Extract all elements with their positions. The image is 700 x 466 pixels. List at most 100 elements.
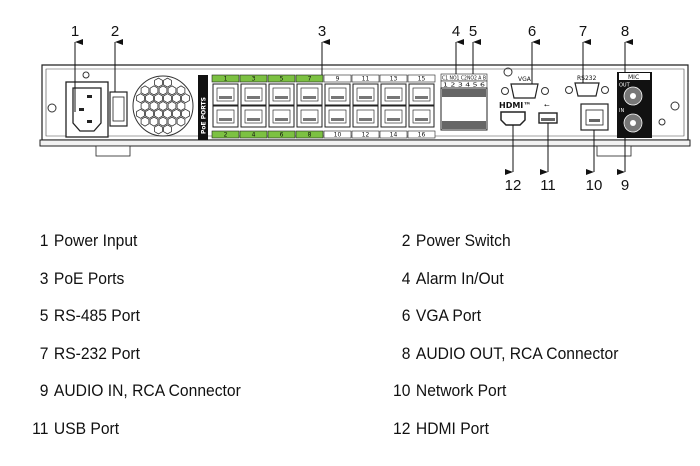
port-number-cell [323, 74, 352, 83]
port-number: 6 [280, 132, 284, 139]
fan-cell [154, 124, 163, 135]
legend-label: VGA Port [415, 306, 482, 325]
port-number-cell [295, 130, 324, 139]
legend-number: 11 [32, 418, 49, 438]
fan-cell [140, 116, 150, 127]
fan-cell [145, 108, 154, 119]
port-number-cell [407, 130, 436, 139]
legend-label: HDMI Port [415, 418, 489, 438]
fan-cell [176, 85, 186, 96]
port-number-cell [267, 74, 296, 83]
legend-label: Network Port [415, 381, 507, 400]
legend-label: RS-232 Port [53, 343, 140, 363]
port-number: 5 [280, 76, 284, 83]
fan-cell [149, 85, 159, 96]
port-number-cell [267, 130, 296, 139]
fan-cell [136, 93, 145, 104]
poe-label: PoE PORTS [201, 97, 208, 134]
legend-number: 8 [401, 343, 411, 363]
legend-label: AUDIO IN, RCA Connector [53, 381, 241, 400]
legend-label: PoE Ports [53, 268, 125, 288]
fan-grille [132, 75, 194, 137]
fan-cell [158, 116, 168, 127]
vga-port: VGA [501, 67, 549, 99]
fan-cell [149, 116, 159, 127]
fan-cell [136, 108, 145, 119]
callout-1: 1 [71, 23, 79, 40]
port-number-cell [407, 74, 436, 83]
power-switch [109, 91, 128, 127]
legend-number: 4 [401, 268, 411, 288]
legend-number: 1 [39, 231, 49, 250]
callout-8: 8 [621, 23, 629, 40]
legend-label: Power Switch [415, 231, 511, 250]
port-number: 9 [336, 76, 340, 83]
fan-cell [145, 93, 154, 104]
callout-2: 2 [111, 23, 119, 40]
alarm-pin-label: 1 2 3 4 5 6 [443, 83, 485, 89]
legend-number: 5 [39, 306, 49, 325]
callout-6: 6 [528, 23, 536, 40]
port-number: 3 [252, 76, 256, 83]
mic-label: MIC [628, 74, 639, 81]
power-inlet [65, 71, 109, 138]
fan-cell [167, 116, 177, 127]
fan-cell [172, 108, 181, 119]
fan-cell [158, 101, 168, 111]
port-number-cell [211, 74, 240, 83]
port-number-cell [379, 130, 408, 139]
port-number: 8 [308, 132, 312, 139]
port-number-cell [379, 74, 408, 83]
port-number: 2 [224, 132, 228, 139]
callout-10: 10 [586, 177, 603, 194]
fan-cell [176, 101, 186, 111]
fan-cell [163, 77, 172, 88]
port-number-cell [239, 74, 268, 83]
port-number-cell [239, 130, 268, 139]
in-label: IN [619, 108, 624, 114]
alarm-rs485-block: C1 NO1 C2NO2 A B 1 2 3 4 5 6 [440, 73, 488, 131]
fan-cell [154, 108, 163, 119]
port-number: 13 [390, 76, 398, 83]
fan-cell [181, 93, 190, 104]
vga-label: VGA [518, 76, 532, 83]
legend-number: 2 [401, 231, 411, 250]
port-number: 15 [418, 76, 426, 83]
fan-cell [163, 108, 172, 119]
legend-label: Alarm In/Out [415, 268, 504, 288]
alarm-header-label: C1 NO1 C2NO2 A B [442, 76, 487, 82]
fan-cell [172, 93, 181, 104]
port-number: 14 [390, 132, 398, 139]
port-number-cell [295, 74, 324, 83]
usb-icon: ⭠ [544, 101, 550, 109]
fan-cell [167, 101, 177, 111]
fan-cell [163, 93, 172, 104]
legend-number: 12 [392, 418, 411, 438]
port-number: 16 [418, 132, 426, 139]
port-number: 7 [308, 76, 312, 83]
fan-cell [154, 93, 163, 104]
fan-cell [140, 85, 150, 96]
hdmi-logo: HDMI™ [499, 101, 531, 110]
fan-cell [158, 85, 168, 96]
fan-cell [149, 101, 159, 111]
port-number: 12 [362, 132, 370, 139]
callout-7: 7 [579, 23, 587, 40]
fan-cell [181, 108, 190, 119]
fan-cell [154, 77, 163, 88]
callout-5: 5 [469, 23, 477, 40]
network-port [580, 103, 609, 131]
callout-9: 9 [621, 177, 629, 194]
out-label: OUT [619, 83, 631, 89]
